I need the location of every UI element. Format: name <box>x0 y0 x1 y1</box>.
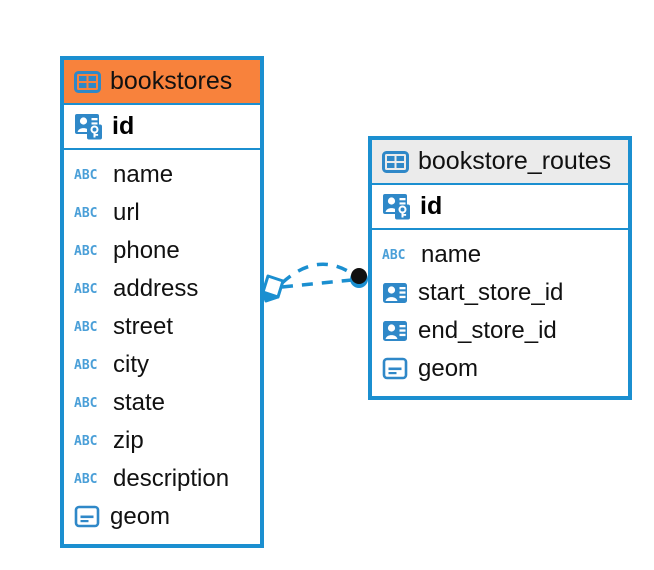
field-label: zip <box>113 427 144 454</box>
foreign-key-icon <box>383 321 407 341</box>
filled-circle-marker <box>350 268 368 288</box>
entity-title-label: bookstore_routes <box>418 147 612 175</box>
table-grid-icon <box>74 70 101 93</box>
abc-text-icon: ABC <box>74 357 98 373</box>
field-label: phone <box>113 237 180 264</box>
field-row[interactable]: ABC zip <box>64 422 260 460</box>
abc-text-icon: ABC <box>74 395 98 411</box>
table-grid-icon <box>382 150 409 173</box>
primary-key-label: id <box>112 112 135 140</box>
entity-table-bookstores[interactable]: bookstores id ABC name <box>60 56 264 548</box>
field-row[interactable]: end_store_id <box>372 312 628 350</box>
abc-text-icon: ABC <box>74 471 98 487</box>
abc-text-icon: ABC <box>74 243 98 259</box>
diamond-marker <box>261 274 285 303</box>
field-label: name <box>113 161 174 188</box>
field-row[interactable]: ABC state <box>64 384 260 422</box>
field-row[interactable]: geom <box>64 498 260 536</box>
entity-header-bookstore-routes[interactable]: bookstore_routes <box>372 140 628 185</box>
entity-header-bookstores[interactable]: bookstores <box>64 60 260 105</box>
field-list: ABC name ABC url ABC phone ABC <box>64 150 260 544</box>
abc-text-icon: ABC <box>74 319 98 335</box>
abc-text-icon: ABC <box>74 167 98 183</box>
field-label: street <box>113 313 174 340</box>
abc-text-icon: ABC <box>74 205 98 221</box>
field-row[interactable]: geom <box>372 350 628 388</box>
primary-key-label: id <box>420 192 443 220</box>
abc-text-icon: ABC <box>74 281 98 297</box>
field-label: description <box>113 465 230 492</box>
primary-key-icon <box>383 193 410 219</box>
field-row[interactable]: ABC description <box>64 460 260 498</box>
primary-key-row[interactable]: id <box>64 105 260 150</box>
field-row[interactable]: start_store_id <box>372 274 628 312</box>
field-label: geom <box>418 355 479 382</box>
field-label: geom <box>110 503 171 530</box>
relationship-line-curved <box>280 262 355 285</box>
field-row[interactable]: ABC name <box>64 156 260 194</box>
abc-text-icon: ABC <box>74 433 98 449</box>
field-row[interactable]: ABC phone <box>64 232 260 270</box>
field-label: state <box>113 389 166 416</box>
field-label: start_store_id <box>418 279 564 306</box>
foreign-key-icon <box>383 283 407 303</box>
field-row[interactable]: ABC url <box>64 194 260 232</box>
primary-key-row[interactable]: id <box>372 185 628 230</box>
geometry-icon <box>74 505 100 528</box>
relationship-line-straight <box>281 278 353 289</box>
field-label: address <box>113 275 199 302</box>
field-label: end_store_id <box>418 317 557 344</box>
field-list: ABC name start_store_id <box>372 230 628 396</box>
abc-text-icon: ABC <box>382 247 406 263</box>
entity-title-label: bookstores <box>110 67 233 95</box>
field-row[interactable]: ABC city <box>64 346 260 384</box>
entity-table-bookstore-routes[interactable]: bookstore_routes id ABC <box>368 136 632 400</box>
field-label: url <box>113 199 140 226</box>
primary-key-icon <box>75 113 102 139</box>
field-row[interactable]: ABC address <box>64 270 260 308</box>
field-label: name <box>421 241 482 268</box>
field-label: city <box>113 351 149 378</box>
field-row[interactable]: ABC street <box>64 308 260 346</box>
field-row[interactable]: ABC name <box>372 236 628 274</box>
geometry-icon <box>382 357 408 380</box>
